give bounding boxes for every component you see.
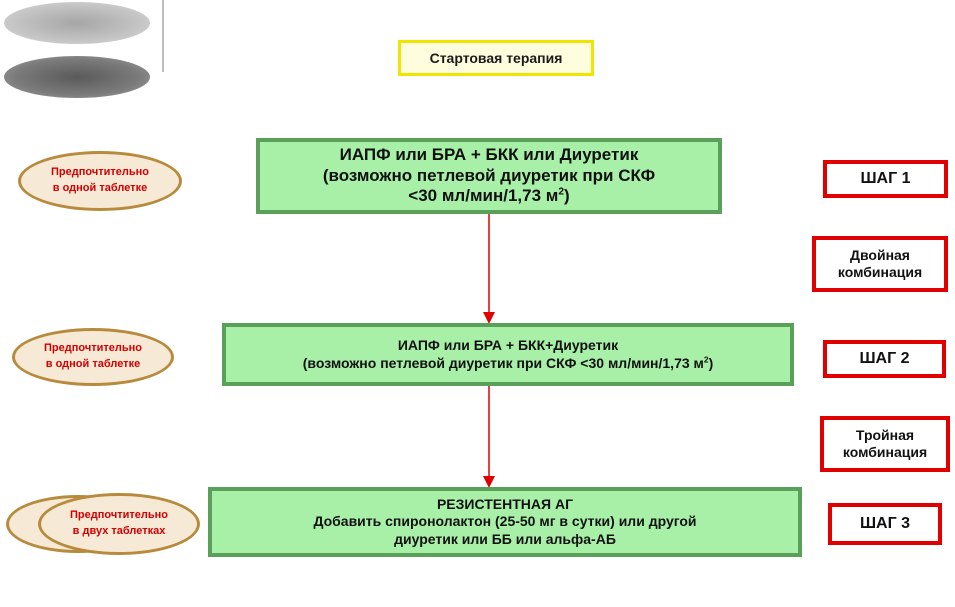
decorative-dark-ellipse (4, 56, 150, 98)
decorative-gray-ellipse-top (4, 2, 150, 44)
double-combination-label: Двойная комбинация (812, 236, 948, 292)
step3-label: ШАГ 3 (828, 503, 942, 545)
step3-therapy-box: РЕЗИСТЕНТНАЯ АГ Добавить спиронолактон (… (208, 487, 802, 557)
step1-label-text: ШАГ 1 (860, 170, 911, 187)
step1-line3-wrap: <30 мл/мин/1,73 м2) (408, 186, 569, 207)
preference-oval-step3: Предпочтительно в двух таблетках (38, 493, 200, 555)
oval3-line1: Предпочтительно (70, 509, 168, 522)
oval3-line2: в двух таблетках (72, 525, 166, 537)
step3-line3: диуретик или ББ или альфа-АБ (394, 530, 616, 547)
step3-line1: РЕЗИСТЕНТНАЯ АГ (436, 496, 574, 513)
triple-combination-label: Тройная комбинация (820, 416, 950, 472)
start-therapy-box: Стартовая терапия (398, 40, 594, 76)
oval1-line2: в одной таблетке (52, 182, 148, 194)
step1-line1: ИАПФ или БРА + БКК или Диуретик (339, 144, 639, 164)
oval2-line2: в одной таблетке (45, 358, 141, 370)
double-combination-line1: Двойная (850, 246, 910, 263)
triple-combination-line1: Тройная (855, 426, 915, 443)
step1-therapy-box: ИАПФ или БРА + БКК или Диуретик (возможн… (256, 138, 722, 214)
step2-label: ШАГ 2 (823, 340, 946, 378)
step1-line3-end: ) (564, 186, 570, 206)
step3-label-text: ШАГ 3 (859, 515, 911, 532)
step1-superscript: 2 (558, 186, 565, 198)
preference-oval-step2: Предпочтительно в одной таблетке (12, 328, 174, 386)
step2-superscript: 2 (703, 353, 709, 364)
step1-label: ШАГ 1 (823, 160, 948, 198)
start-therapy-label: Стартовая терапия (429, 50, 563, 66)
triple-combination-line2: комбинация (842, 444, 928, 460)
decorative-vertical-line (162, 0, 164, 72)
preference-oval-step1: Предпочтительно в одной таблетке (18, 151, 182, 211)
oval2-line1: Предпочтительно (44, 342, 142, 355)
step2-line1: ИАПФ или БРА + БКК+Диуретик (397, 337, 619, 354)
step2-line2-wrap: (возможно петлевой диуретик при СКФ <30 … (303, 355, 713, 372)
step2-therapy-box: ИАПФ или БРА + БКК+Диуретик (возможно пе… (222, 323, 794, 386)
oval1-line1: Предпочтительно (51, 166, 149, 179)
step2-line2: (возможно петлевой диуретик при СКФ <30 … (302, 354, 704, 371)
step2-label-text: ШАГ 2 (859, 350, 910, 367)
double-combination-line2: комбинация (837, 264, 923, 280)
step1-line2: (возможно петлевой диуретик при СКФ (322, 165, 656, 185)
step1-line3: <30 мл/мин/1,73 м (408, 186, 559, 206)
step2-line2-end: ) (708, 354, 714, 371)
step3-line2: Добавить спиронолактон (25-50 мг в сутки… (313, 513, 697, 530)
